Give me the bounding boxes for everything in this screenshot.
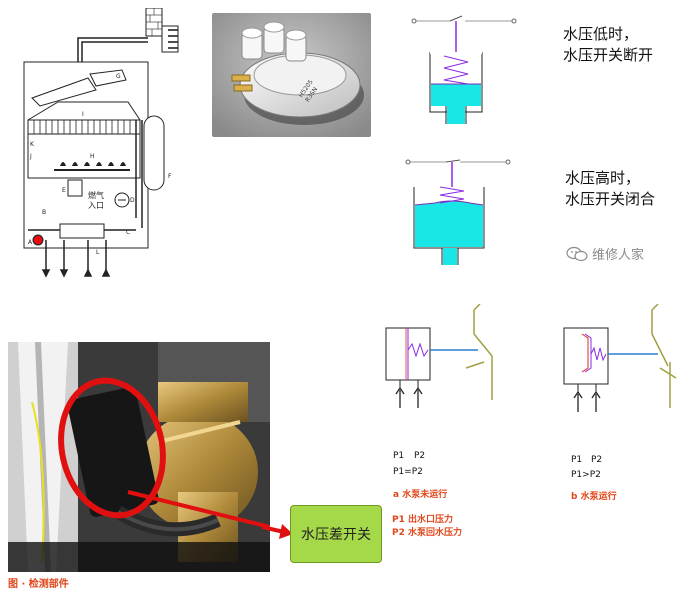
diagram-a-caption: a 水泵未运行 bbox=[393, 490, 448, 500]
differential-switch-text: 水压差开关 bbox=[301, 527, 371, 543]
diagram-b-p2: P2 bbox=[591, 455, 603, 465]
label-A: A bbox=[28, 239, 33, 246]
diagram-a-relation: P1=P2 bbox=[393, 467, 423, 477]
pressure-legend-line1: P1 出水口压力 bbox=[392, 515, 453, 525]
gas-inlet-label: 燃气 bbox=[88, 190, 104, 200]
label-G: G bbox=[116, 73, 121, 80]
watermark-text: 维修人家 bbox=[592, 248, 645, 263]
label-F: F bbox=[168, 173, 172, 180]
low-pressure-switch-diagram bbox=[411, 15, 517, 124]
label-C: C bbox=[126, 229, 130, 236]
diagram-b-relation: P1>P2 bbox=[571, 470, 601, 480]
low-pressure-line1: 水压低时， bbox=[563, 25, 639, 43]
low-pressure-text: 水压低时， 水压开关断开 bbox=[563, 24, 688, 66]
label-H: H bbox=[90, 153, 95, 160]
diagram-b-caption: b 水泵运行 bbox=[571, 492, 617, 502]
high-pressure-line2: 水压开关闭合 bbox=[565, 190, 656, 208]
diagram-a-p1: P1 bbox=[393, 451, 405, 461]
label-I: I bbox=[82, 111, 84, 118]
diagram-a-p2: P2 bbox=[414, 451, 426, 461]
diagram-a bbox=[385, 304, 493, 408]
label-E: E bbox=[62, 187, 66, 194]
label-L: L bbox=[96, 249, 100, 256]
low-pressure-line2: 水压开关断开 bbox=[563, 46, 654, 64]
differential-switch-label: 水压差开关 bbox=[290, 505, 382, 563]
high-pressure-text: 水压高时， 水压开关闭合 bbox=[565, 168, 690, 210]
label-B: B bbox=[42, 209, 46, 216]
label-J: J bbox=[29, 153, 32, 160]
wechat-icon bbox=[566, 246, 588, 261]
label-D: D bbox=[130, 197, 135, 204]
high-pressure-line1: 水压高时， bbox=[565, 169, 641, 187]
bottom-caption: 图 · 检测部件 bbox=[8, 579, 69, 590]
pressure-legend: P1 出水口压力 P2 水泵回水压力 bbox=[392, 514, 462, 540]
installed-switch-photo bbox=[8, 342, 270, 572]
diagram-b bbox=[563, 304, 677, 412]
high-pressure-switch-diagram bbox=[405, 159, 511, 265]
watermark: 维修人家 bbox=[566, 244, 644, 263]
label-K: K bbox=[30, 141, 35, 148]
boiler-schematic: G I K J H F E 燃气 入口 D B A C bbox=[23, 8, 179, 278]
pressure-legend-line2: P2 水泵回水压力 bbox=[392, 528, 462, 538]
gas-inlet-label-2: 入口 bbox=[88, 201, 104, 210]
diagram-b-p1: P1 bbox=[571, 455, 583, 465]
pointer-arrow bbox=[262, 524, 293, 539]
